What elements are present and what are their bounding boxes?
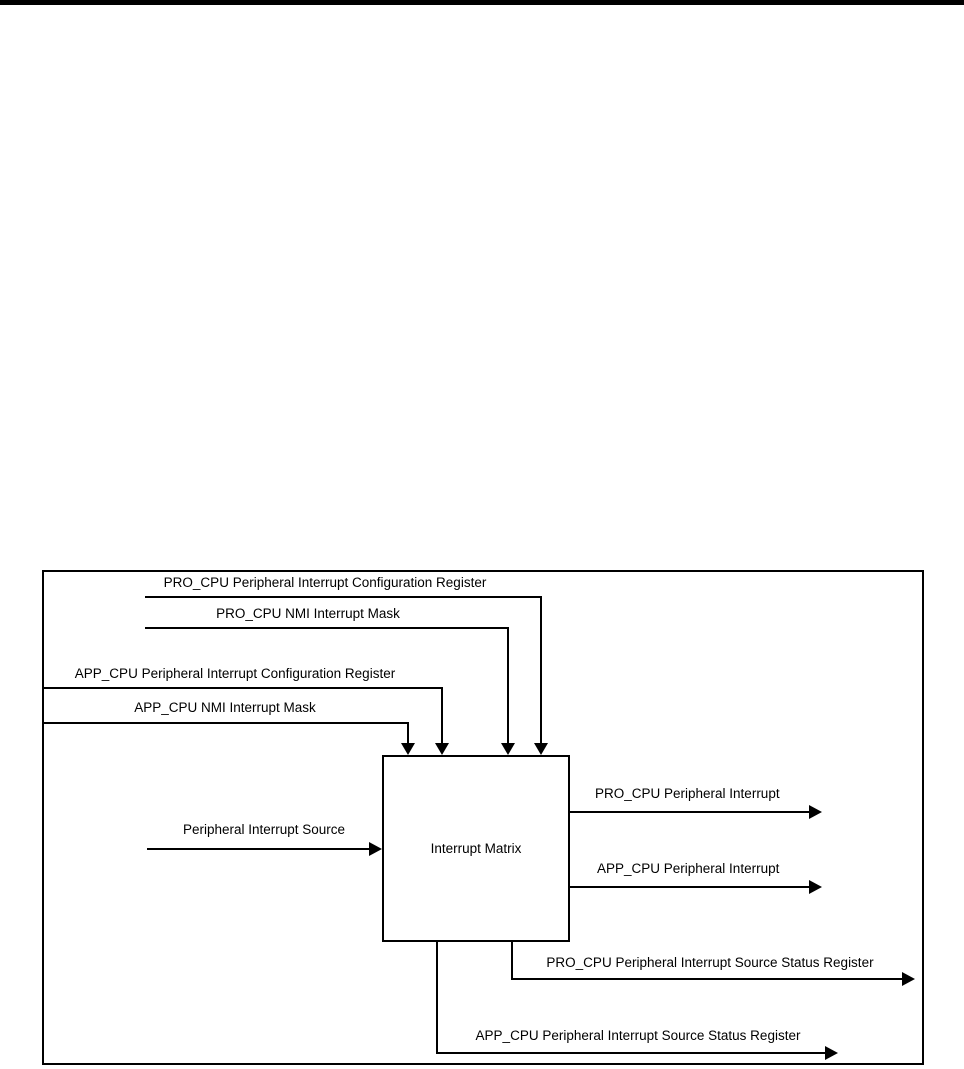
- wire-pro-status-vline: [511, 941, 513, 979]
- interrupt-matrix-label: Interrupt Matrix: [430, 840, 522, 856]
- wire-label-app-status-register: APP_CPU Peripheral Interrupt Source Stat…: [475, 1028, 801, 1044]
- wire-app-interrupt-hline: [570, 886, 810, 888]
- wire-label-pro-nmi-mask: PRO_CPU NMI Interrupt Mask: [216, 606, 400, 622]
- page-top-rule: [0, 0, 964, 5]
- arrowhead-icon: [435, 743, 449, 755]
- wire-app-status-vline: [436, 941, 438, 1054]
- wire-app-nmi-vline: [407, 722, 409, 743]
- wire-label-pro-config: PRO_CPU Peripheral Interrupt Configurati…: [163, 575, 487, 591]
- wire-label-pro-status-register: PRO_CPU Peripheral Interrupt Source Stat…: [546, 955, 874, 971]
- arrowhead-icon: [809, 880, 822, 894]
- wire-app-config-hline: [42, 687, 443, 689]
- interrupt-matrix-box: Interrupt Matrix: [382, 755, 570, 942]
- wire-pro-config-vline: [540, 596, 542, 743]
- arrowhead-icon: [809, 805, 822, 819]
- wire-label-peripheral-source: Peripheral Interrupt Source: [182, 822, 346, 838]
- wire-app-config-vline: [441, 687, 443, 743]
- wire-peripheral-source-hline: [147, 848, 370, 850]
- wire-pro-nmi-hline: [145, 627, 509, 629]
- wire-pro-status-hline: [511, 978, 903, 980]
- arrowhead-icon: [401, 743, 415, 755]
- arrowhead-icon: [902, 972, 915, 986]
- wire-app-nmi-hline: [42, 722, 409, 724]
- wire-label-app-interrupt: APP_CPU Peripheral Interrupt: [597, 861, 780, 877]
- arrowhead-icon: [534, 743, 548, 755]
- wire-label-pro-interrupt: PRO_CPU Peripheral Interrupt: [595, 786, 780, 802]
- arrowhead-icon: [369, 842, 382, 856]
- arrowhead-icon: [825, 1046, 838, 1060]
- figure-border: [42, 570, 924, 1065]
- wire-pro-config-hline: [145, 596, 542, 598]
- wire-app-status-hline: [436, 1052, 826, 1054]
- wire-label-app-config: APP_CPU Peripheral Interrupt Configurati…: [74, 666, 396, 682]
- wire-pro-nmi-vline: [507, 627, 509, 743]
- wire-label-app-nmi-mask: APP_CPU NMI Interrupt Mask: [134, 700, 316, 716]
- arrowhead-icon: [501, 743, 515, 755]
- wire-pro-interrupt-hline: [570, 811, 810, 813]
